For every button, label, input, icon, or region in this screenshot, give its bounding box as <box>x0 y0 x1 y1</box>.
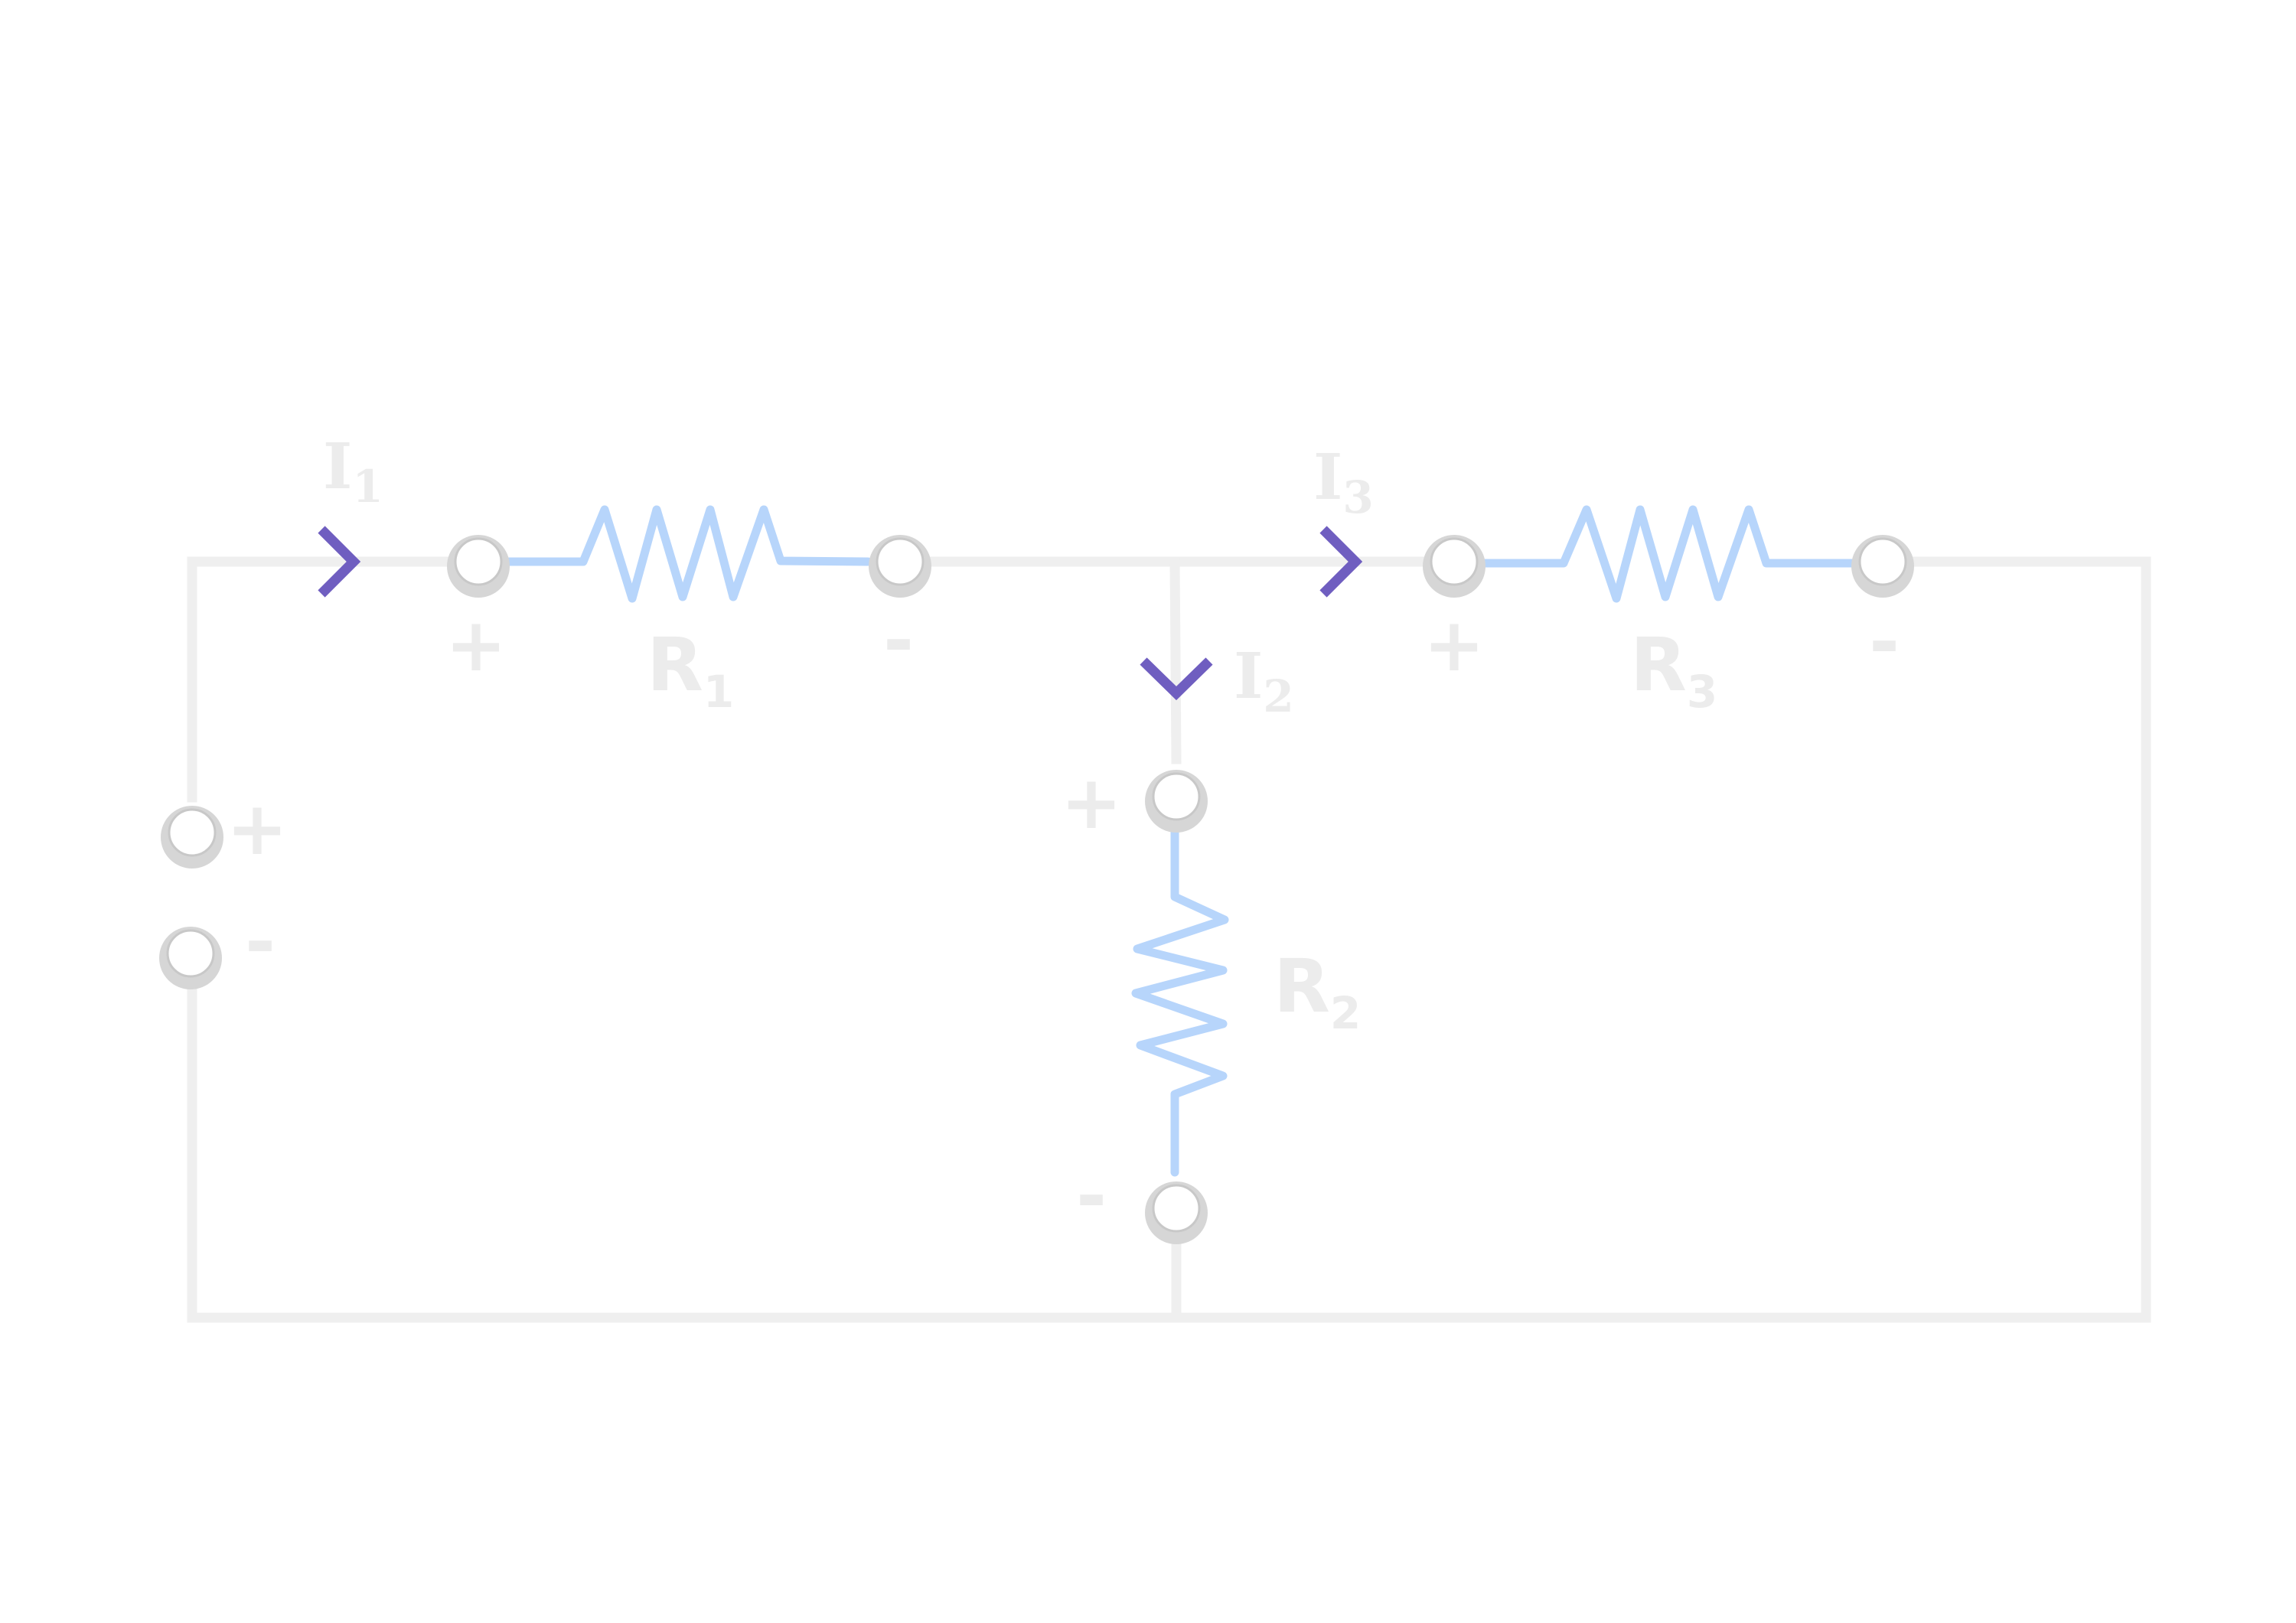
terminal-icon-r2-minus <box>1145 1181 1208 1244</box>
resistor-r2-subscript: 2 <box>1330 987 1361 1039</box>
resistor-r2-label: R2 <box>1274 943 1361 1039</box>
terminal-icon-source-minus <box>159 927 222 989</box>
current-i3-label: I3 <box>1313 441 1374 523</box>
current-i3-letter: I <box>1313 441 1342 514</box>
terminal-icon-r1-plus <box>447 535 510 598</box>
current-i1-label: I1 <box>323 430 383 513</box>
wires <box>187 556 2151 1323</box>
current-i3-subscript: 3 <box>1342 471 1373 523</box>
current-arrow-icon-i3 <box>1319 526 1363 598</box>
resistor-r2-zigzag <box>1131 820 1229 1177</box>
resistor-r3 <box>1469 505 1857 603</box>
current-i2-subscript: 2 <box>1263 670 1293 722</box>
resistor-r2 <box>1131 820 1229 1177</box>
current-i2-letter: I <box>1234 640 1263 713</box>
source-plus-sign: + <box>227 786 288 872</box>
current-arrow-icon-i1 <box>318 526 361 598</box>
r2-minus-sign: - <box>1076 1153 1107 1239</box>
r1-minus-sign: - <box>883 598 914 683</box>
current-arrow-icon-i2 <box>1140 657 1213 701</box>
terminal-icon-r2-plus <box>1145 770 1208 833</box>
terminal-icon-source-plus <box>161 806 223 869</box>
r3-plus-sign: + <box>1424 602 1485 688</box>
resistor-r3-zigzag <box>1469 505 1857 603</box>
current-i2-label: I2 <box>1234 640 1294 722</box>
r2-plus-sign: + <box>1061 760 1122 846</box>
resistor-r1-subscript: 1 <box>703 666 734 718</box>
wire-right-loop <box>187 556 2151 1323</box>
resistor-r3-subscript: 3 <box>1687 666 1717 718</box>
resistor-r3-label: R3 <box>1630 622 1717 718</box>
terminal-icon-r3-minus <box>1851 535 1914 598</box>
resistor-r1-label: R1 <box>647 622 734 718</box>
r1-plus-sign: + <box>445 602 507 688</box>
source-minus-sign: - <box>245 899 276 985</box>
wire-center-branch-top <box>1169 556 1182 764</box>
resistor-r1-zigzag <box>491 505 872 603</box>
current-i1-letter: I <box>323 430 352 504</box>
resistor-r1 <box>491 505 872 603</box>
resistor-r1-letter: R <box>647 622 703 708</box>
terminal-icon-r1-minus <box>869 535 931 598</box>
resistor-r3-letter: R <box>1630 622 1687 708</box>
wire-left-top <box>187 556 484 803</box>
current-i1-subscript: 1 <box>352 461 383 513</box>
resistor-r2-letter: R <box>1274 943 1330 1029</box>
r3-minus-sign: - <box>1869 599 1900 685</box>
terminal-icon-r3-plus <box>1423 535 1486 598</box>
